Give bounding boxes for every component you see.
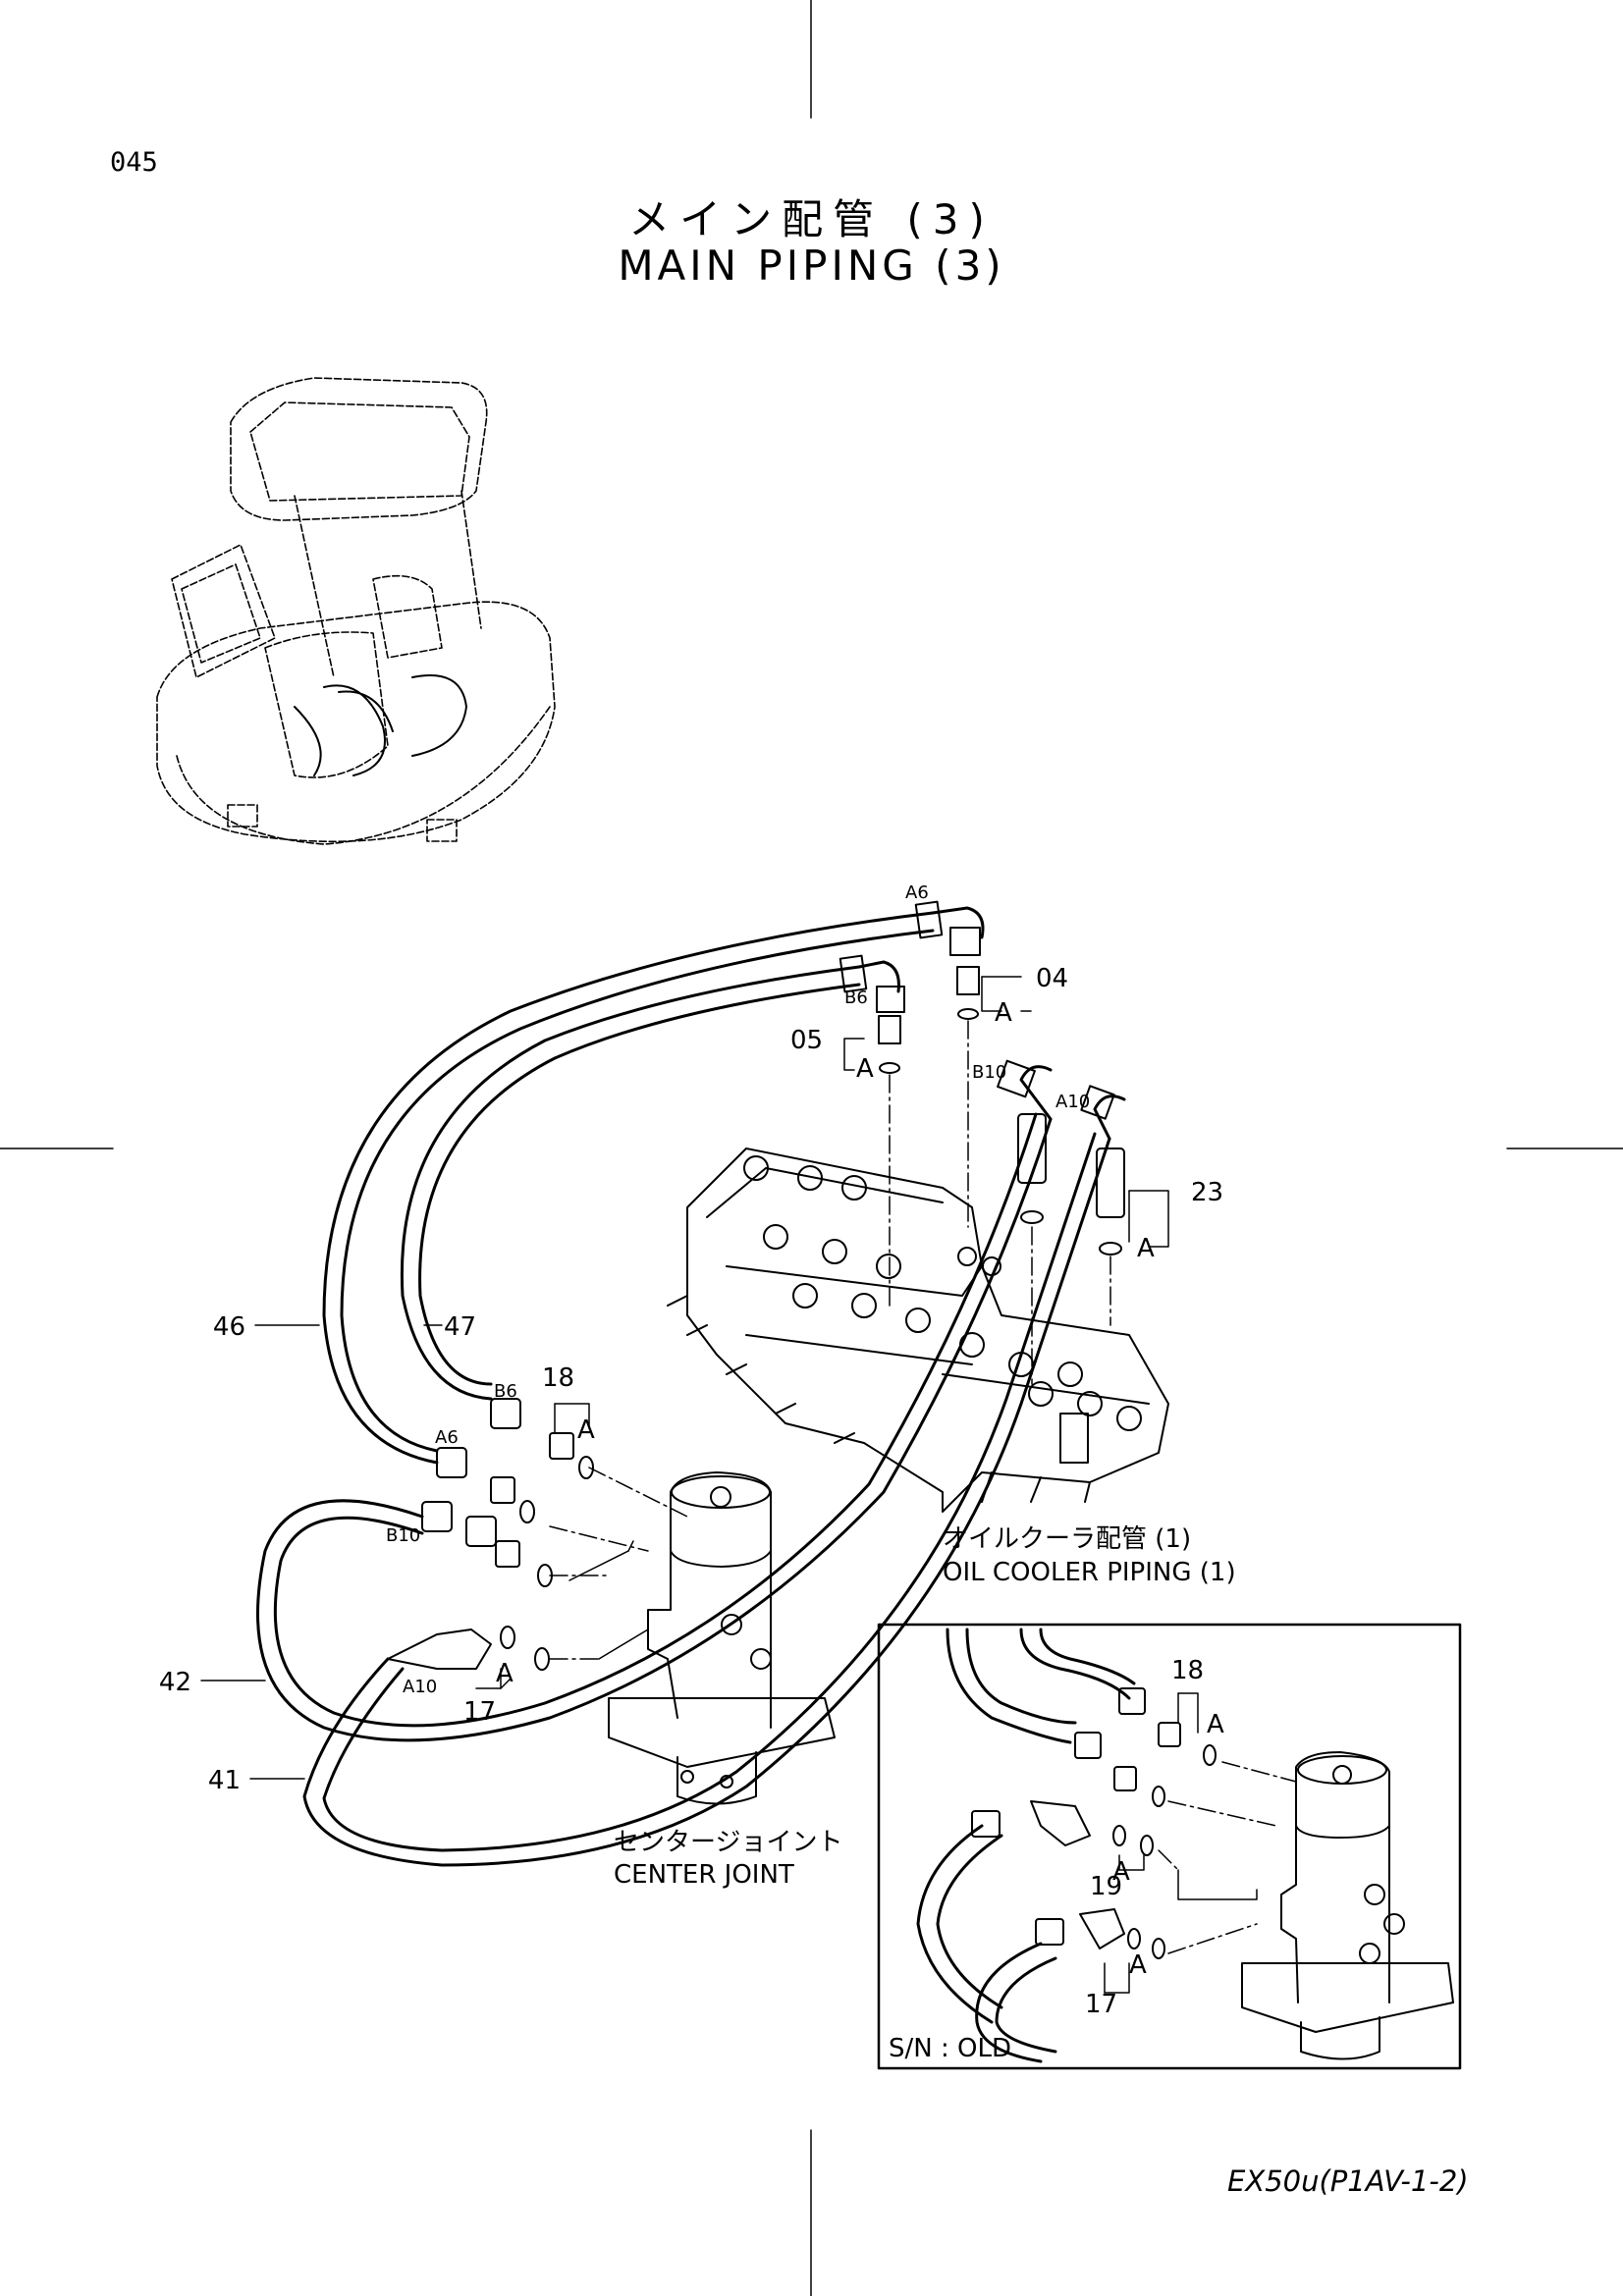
inset-fittings	[971, 1687, 1217, 1959]
callout-05: 05	[790, 1026, 823, 1055]
inset-center-joint	[1241, 1751, 1454, 2060]
port-label-b6-mid: B6	[494, 1381, 517, 1402]
port-label-a6-mid: A6	[435, 1427, 459, 1448]
callout-23: 23	[1191, 1178, 1223, 1207]
callout-leaders	[200, 976, 1169, 1780]
inset-callout-19: 19	[1090, 1872, 1122, 1901]
adapter-04	[956, 966, 980, 1020]
inset-centerlines	[1158, 1761, 1297, 1954]
callout-18: 18	[542, 1363, 574, 1393]
port-label-b10-top: B10	[972, 1062, 1006, 1083]
overview-hoses	[294, 674, 467, 776]
callout-47: 47	[444, 1312, 476, 1342]
inset-o-ring-label-18: A	[1207, 1710, 1224, 1739]
inset-panel	[877, 1623, 1462, 2070]
hose-end-fittings	[839, 900, 1115, 1120]
oil-cooler-note-jp: オイルクーラ配管 (1)	[943, 1524, 1191, 1554]
center-joint	[608, 1471, 836, 1805]
inset-callout-18: 18	[1171, 1656, 1204, 1685]
callout-41: 41	[208, 1766, 241, 1795]
adapter-05	[878, 1015, 901, 1074]
callout-04: 04	[1036, 964, 1068, 993]
inset-o-ring-label-19: A	[1112, 1857, 1130, 1887]
callout-17: 17	[463, 1697, 496, 1727]
hose-42	[256, 1112, 1053, 1742]
port-label-a10-top: A10	[1055, 1092, 1090, 1112]
inset-o-ring-label-17: A	[1129, 1950, 1147, 1980]
hose-41	[302, 1132, 1111, 1867]
o-ring-label-04: A	[995, 998, 1012, 1028]
hose-46	[322, 911, 935, 1465]
page-number: 045	[110, 147, 158, 178]
centerlines	[549, 1020, 1111, 1660]
center-joint-note-jp: センタージョイント	[614, 1828, 842, 1857]
o-ring-label-18: A	[577, 1415, 595, 1445]
inset-hoses	[916, 1628, 1136, 2063]
hose-top-bends	[857, 906, 1126, 1141]
oil-cooler-note: OIL COOLER PIPING (1)	[943, 1558, 1236, 1587]
port-label-a10-mid: A10	[403, 1677, 437, 1697]
port-label-b6-top: B6	[844, 988, 868, 1008]
inset-leaders	[1104, 1692, 1258, 1994]
control-valve	[667, 1148, 1169, 1513]
inset-serial-label: S/N : OLD	[889, 2034, 1011, 2063]
callout-46: 46	[213, 1312, 245, 1342]
o-ring-label-23: A	[1137, 1234, 1155, 1263]
leader-lines	[568, 1540, 649, 1660]
center-joint-fittings	[387, 1398, 594, 1671]
page-title: MAIN PIPING (3)	[618, 241, 1005, 290]
inset-callout-17: 17	[1085, 1990, 1117, 2019]
callout-labels: 04 05 23 46 47 18 42 41 17 18 19 17 A6 B…	[159, 882, 1236, 2063]
model-code: EX50u(P1AV-1-2)	[1227, 2164, 1469, 2198]
excavator-overview-illustration	[156, 377, 556, 845]
port-label-b10-mid: B10	[386, 1525, 420, 1546]
o-ring-label-17: A	[496, 1659, 514, 1688]
adapter-23	[1017, 1113, 1125, 1255]
center-joint-note: CENTER JOINT	[614, 1860, 794, 1890]
callout-42: 42	[159, 1668, 191, 1697]
hose-47	[400, 965, 861, 1401]
port-label-a6-top: A6	[905, 882, 929, 903]
o-ring-label-05: A	[856, 1054, 874, 1084]
page-title-japanese: メイン配管 (3)	[628, 195, 995, 243]
